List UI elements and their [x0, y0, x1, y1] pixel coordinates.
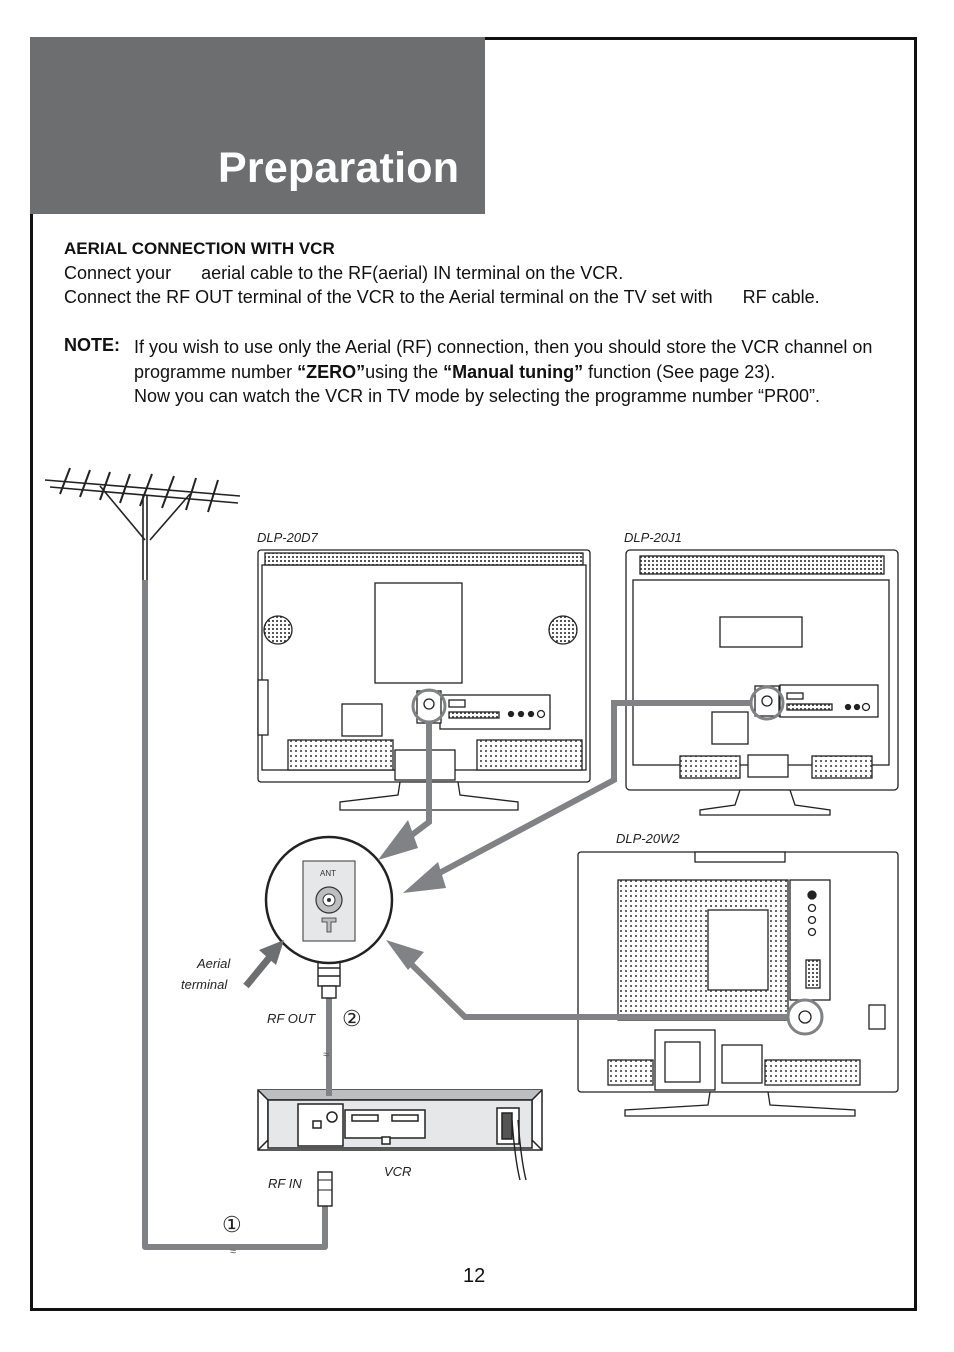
wave-1: ≈ — [230, 1246, 236, 1258]
tv3-link-arrow — [402, 955, 788, 1020]
marker-2: ② — [342, 1007, 362, 1032]
vcr-label: VCR — [384, 1164, 412, 1179]
section-heading: AERIAL CONNECTION WITH VCR — [64, 239, 335, 258]
note-manual-tuning: “Manual tuning” — [443, 361, 584, 382]
tv-dlp-20w2 — [577, 851, 899, 1117]
ant-label: ANT — [320, 869, 336, 878]
note-zero: “ZERO” — [297, 361, 366, 382]
rf-out-label: RF OUT — [267, 1011, 316, 1026]
instruction-line-1: Connect your aerial cable to the RF(aeri… — [64, 263, 624, 283]
model-label-dlp-20d7: DLP-20D7 — [257, 530, 318, 545]
rf-in-label: RF IN — [268, 1176, 302, 1191]
vcr-power-cord — [511, 1119, 527, 1181]
aerial-terminal-label-2: terminal — [181, 977, 228, 992]
wave-2: ≈ — [323, 1049, 329, 1061]
model-label-dlp-20j1: DLP-20J1 — [624, 530, 682, 545]
note-text-3: function (See page 23). — [583, 361, 776, 382]
page-title: Preparation — [218, 144, 460, 192]
tv-dlp-20d7 — [257, 549, 591, 811]
aerial-terminal-closeup: ANT — [264, 835, 394, 965]
note-text-2: using the — [365, 361, 444, 382]
title-banner — [30, 37, 485, 214]
note-text-1: If you wish to use only the Aerial (RF) … — [134, 337, 873, 382]
instruction-line-2: Connect the RF OUT terminal of the VCR t… — [64, 287, 820, 307]
note-label: NOTE: — [64, 335, 120, 355]
rf-in-plug — [317, 1171, 333, 1207]
tv-dlp-20j1 — [625, 549, 899, 816]
tv2-link-arrow — [428, 700, 751, 881]
tv3-arrowhead — [386, 940, 424, 970]
note-line-2: Now you can watch the VCR in TV mode by … — [134, 386, 820, 406]
aerial-terminal-label-1: Aerial — [197, 956, 231, 971]
page-number: 12 — [463, 1265, 486, 1287]
tv2-arrowhead — [403, 862, 446, 893]
vcr-device — [257, 1089, 543, 1151]
model-label-dlp-20w2: DLP-20W2 — [616, 831, 680, 846]
marker-1: ① — [222, 1213, 242, 1238]
tv1-arrowhead — [378, 820, 418, 860]
note-body: If you wish to use only the Aerial (RF) … — [134, 335, 894, 409]
aerial-cable — [142, 580, 328, 1250]
antenna-icon — [44, 467, 241, 580]
aerial-terminal-pointer — [243, 940, 284, 989]
